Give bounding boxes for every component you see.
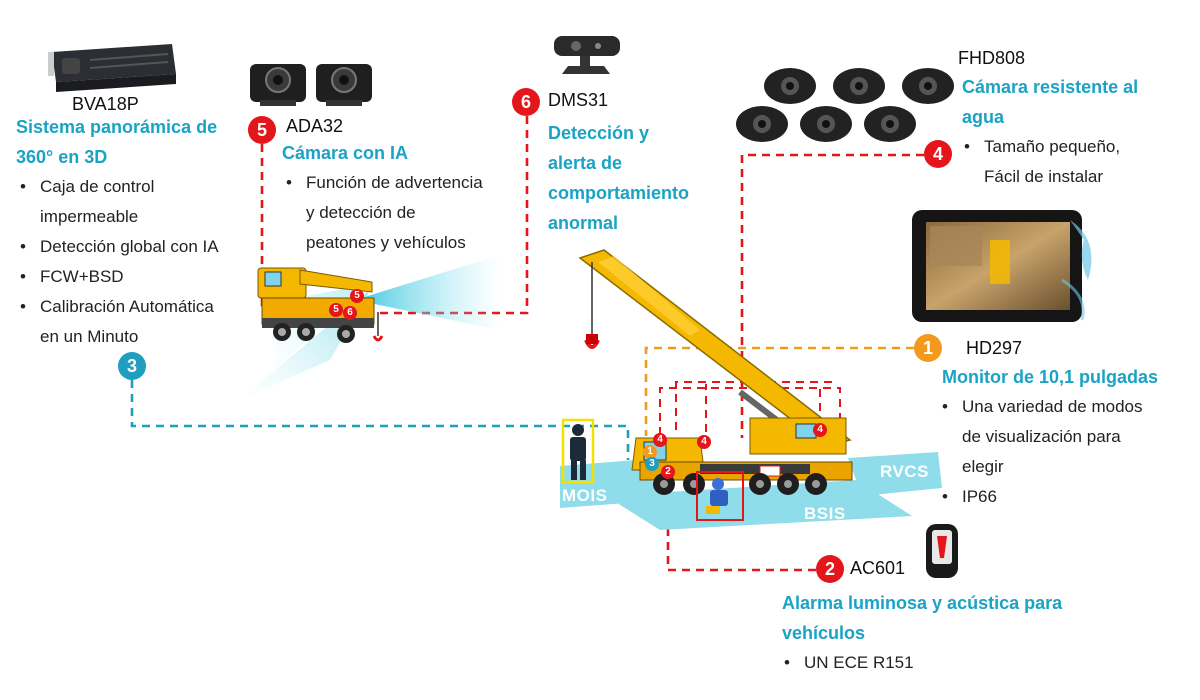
crane-marker-3: 4 <box>813 423 827 437</box>
small-crane-illustration <box>240 255 500 400</box>
detection-zones <box>560 452 942 530</box>
hd297-bullet-cont: de visualización para <box>962 427 1121 446</box>
rvcs-zone <box>848 452 942 496</box>
dvr-box-icon <box>48 44 176 92</box>
large-crane-illustration <box>578 249 853 495</box>
crane-marker-8: 5 <box>329 303 343 317</box>
ada32-bullet: Función de advertencia <box>282 168 483 198</box>
dms31-model: DMS31 <box>548 90 609 110</box>
ac601-bullet: UN ECE R151 <box>780 648 914 678</box>
dms31-badge: 6 <box>512 88 540 116</box>
fhd808-model: FHD808 <box>958 48 1026 68</box>
rvcs-zone-label: RVCS <box>880 462 929 481</box>
dms31-connector <box>352 116 529 315</box>
worker-figure <box>696 471 744 521</box>
bva18p-model: BVA18P <box>72 94 139 114</box>
ac601-model: AC601 <box>850 558 906 578</box>
ac601-heading-line-2: vehículos <box>782 623 866 643</box>
monitor-icon <box>912 210 1092 322</box>
hd297-bullet: IP66 <box>938 482 1143 512</box>
ada32-bullet-cont: y detección de <box>306 203 416 222</box>
dms-camera-icon <box>554 36 620 74</box>
ada32-model: ADA32 <box>286 116 344 136</box>
fhd808-connector <box>740 153 924 438</box>
bva18p-bullet: Caja de control <box>16 172 219 202</box>
fhd808-heading-line-1: Cámara resistente al <box>962 77 1139 97</box>
hd297-heading: Monitor de 10,1 pulgadas <box>942 367 1159 387</box>
crane-marker-2: 4 <box>697 435 711 449</box>
bsis-zone <box>606 480 912 530</box>
mini-camera-icon <box>736 68 954 142</box>
fhd808-bullets: Tamaño pequeño, Fácil de instalar <box>960 132 1120 192</box>
hd297-badge: 1 <box>914 334 942 362</box>
crane-marker-7: 5 <box>350 289 364 303</box>
bva18p-heading-line-2: 360° en 3D <box>16 147 108 167</box>
crane-frame-inner <box>675 381 834 430</box>
crane-marker-4: 1 <box>643 445 657 459</box>
ac601-bullets: UN ECE R151 <box>780 648 914 678</box>
hd297-bullets: Una variedad de modos de visualización p… <box>938 392 1143 512</box>
fhd808-bullet-cont: Fácil de instalar <box>984 167 1104 186</box>
dms31-heading-line-4: anormal <box>548 213 619 233</box>
bva18p-bullets: Caja de control impermeable Detección gl… <box>16 172 219 352</box>
bva18p-heading-line-1: Sistema panorámica de <box>16 117 218 137</box>
bva18p-bullet: Calibración Automática <box>16 292 219 322</box>
crane-marker-1: 4 <box>653 433 667 447</box>
ada32-bullets: Función de advertencia y detección de pe… <box>282 168 483 258</box>
bva18p-bullet-cont: impermeable <box>40 207 139 226</box>
ac601-heading-line-1: Alarma luminosa y acústica para <box>782 593 1063 613</box>
ada32-heading: Cámara con IA <box>282 143 409 163</box>
crane-marker-5: 3 <box>645 457 659 471</box>
fhd808-heading-line-2: agua <box>962 107 1005 127</box>
hd297-bullet: Una variedad de modos <box>938 392 1143 422</box>
bva18p-bullet: Detección global con IA <box>16 232 219 262</box>
fhd808-badge: 4 <box>924 140 952 168</box>
ai-camera-icon <box>250 64 372 106</box>
bva18p-bullet: FCW+BSD <box>16 262 219 292</box>
camera-beam-right <box>355 255 500 330</box>
dms31-heading-line-3: comportamiento <box>548 183 690 203</box>
mois-zone-label: MOIS <box>562 486 608 505</box>
bva18p-connector <box>130 380 630 460</box>
ac601-badge: 2 <box>816 555 844 583</box>
hd297-connector <box>644 346 914 436</box>
hd297-model: HD297 <box>966 338 1023 358</box>
bsis-zone-label: BSIS <box>804 504 846 523</box>
dms31-heading-line-1: Detección y <box>548 123 650 143</box>
fhd808-bullet: Tamaño pequeño, <box>960 132 1120 162</box>
ada32-bullet-cont: peatones y vehículos <box>306 233 466 252</box>
pedestrian-figure <box>561 418 595 484</box>
alarm-light-icon <box>926 524 958 578</box>
hd297-bullet-cont: elegir <box>962 457 1004 476</box>
dms31-heading-line-2: alerta de <box>548 153 623 173</box>
crane-marker-6: 2 <box>661 465 675 479</box>
crane-marker-9: 6 <box>343 306 357 320</box>
bva18p-bullet-cont: en un Minuto <box>40 327 139 346</box>
ada32-badge: 5 <box>248 116 276 144</box>
bva18p-badge: 3 <box>118 352 146 380</box>
